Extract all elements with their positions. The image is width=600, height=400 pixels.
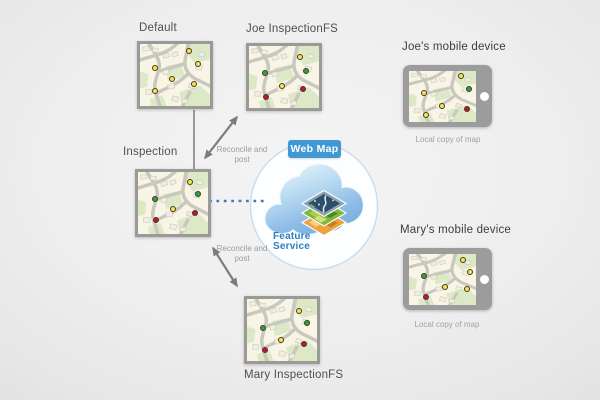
map-inspection xyxy=(135,169,211,237)
map-default xyxy=(137,41,213,109)
reconcile-label-bottom: Reconcile and post xyxy=(216,244,268,263)
yellow-status-dot xyxy=(297,53,304,60)
joe-tablet-screen xyxy=(409,71,476,122)
map-mary-inspectionfs xyxy=(244,296,320,364)
feature-service-label: Feature Service xyxy=(273,231,311,252)
yellow-status-dot xyxy=(195,60,202,67)
yellow-status-dot xyxy=(463,286,470,293)
basemap-graphic xyxy=(138,172,208,234)
basemap-graphic xyxy=(409,71,476,122)
yellow-status-dot xyxy=(152,64,159,71)
reconcile-label-top: Reconcile and post xyxy=(216,145,268,164)
branch-label-inspection: Inspection xyxy=(123,146,178,158)
yellow-status-dot xyxy=(152,88,159,95)
yellow-status-dot xyxy=(170,205,176,212)
yellow-status-dot xyxy=(186,178,193,185)
green-status-dot xyxy=(195,191,202,198)
green-status-dot xyxy=(262,69,269,76)
red-status-dot xyxy=(301,340,308,347)
green-status-dot xyxy=(421,273,428,280)
basemap-graphic xyxy=(249,46,319,108)
basemap-graphic xyxy=(409,254,476,305)
red-status-dot xyxy=(299,86,306,93)
web-map-badge: Web Map xyxy=(288,140,341,158)
map-joe-inspectionfs xyxy=(246,43,322,111)
red-status-dot xyxy=(262,93,269,100)
yellow-status-dot xyxy=(278,82,285,89)
green-status-dot xyxy=(303,320,310,327)
red-status-dot xyxy=(463,105,470,112)
mary-tablet-screen xyxy=(409,254,476,305)
green-status-dot xyxy=(260,324,267,331)
yellow-status-dot xyxy=(169,75,176,82)
home-button-icon xyxy=(480,91,489,101)
mary-tablet xyxy=(403,248,492,310)
branch-label-default: Default xyxy=(139,22,177,34)
yellow-status-dot xyxy=(466,269,473,276)
basemap-graphic xyxy=(247,299,317,361)
yellow-status-dot xyxy=(459,256,466,263)
yellow-status-dot xyxy=(421,89,428,96)
layer-stack-icon xyxy=(300,189,348,237)
yellow-status-dot xyxy=(295,308,302,315)
web-map-cloud-graphic xyxy=(249,141,379,271)
joe-tablet xyxy=(403,65,492,127)
green-status-dot xyxy=(151,195,158,202)
yellow-status-dot xyxy=(190,80,197,87)
green-status-dot xyxy=(466,86,473,93)
device-label-mary: Mary's mobile device xyxy=(400,224,512,236)
yellow-status-dot xyxy=(278,336,285,343)
yellow-status-dot xyxy=(457,72,464,79)
yellow-status-dot xyxy=(422,112,429,119)
yellow-status-dot xyxy=(186,48,192,55)
yellow-status-dot xyxy=(441,284,448,291)
red-status-dot xyxy=(152,216,159,223)
yellow-status-dot xyxy=(438,103,445,110)
device-caption-joe: Local copy of map xyxy=(415,135,481,144)
basemap-graphic xyxy=(140,44,210,106)
green-status-dot xyxy=(303,67,310,74)
branch-label-mary: Mary InspectionFS xyxy=(244,369,344,381)
device-caption-mary: Local copy of map xyxy=(414,320,480,329)
red-status-dot xyxy=(423,293,430,300)
red-status-dot xyxy=(192,209,199,216)
branch-label-joe: Joe InspectionFS xyxy=(246,23,339,35)
device-label-joe: Joe's mobile device xyxy=(402,41,506,53)
home-button-icon xyxy=(480,274,489,284)
red-status-dot xyxy=(261,346,268,353)
